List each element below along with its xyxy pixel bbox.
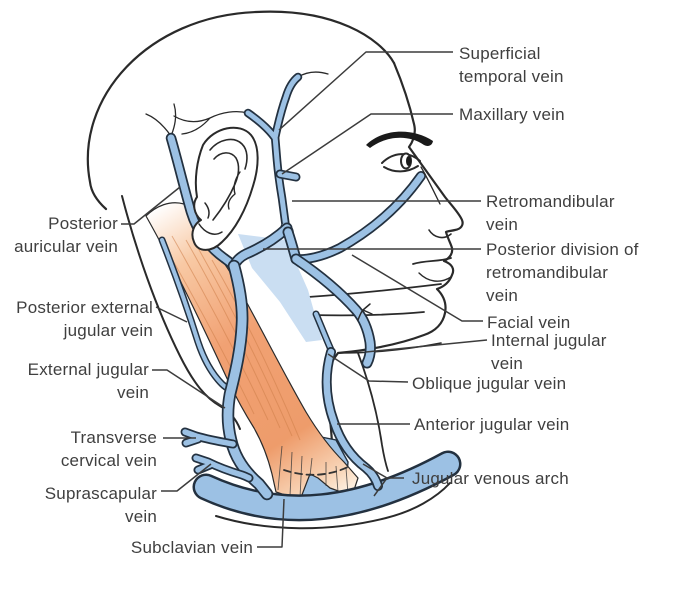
label-internal-jugular-vein: Internal jugular vein xyxy=(491,331,607,373)
mastoid-tributary-lines xyxy=(145,103,177,137)
label-posterior-auricular-vein: Posterior auricular vein xyxy=(14,214,118,256)
label-posterior-division-of-retromandibular-vein: Posterior division of retromandibular ve… xyxy=(486,240,639,305)
leader-posterior-auricular xyxy=(121,186,181,225)
leader-jugular-venous-arch xyxy=(362,463,404,497)
leader-lines xyxy=(121,51,488,548)
label-oblique-jugular-vein: Oblique jugular vein xyxy=(412,374,567,393)
external-jugular-vein xyxy=(221,259,274,501)
label-external-jugular-vein: External jugular vein xyxy=(27,360,149,402)
jugular-venous-arch xyxy=(283,465,351,476)
ear-lobe-crease xyxy=(198,223,223,235)
ear-tragus xyxy=(204,202,210,219)
leader-suprascapular xyxy=(161,463,212,492)
label-posterior-external-jugular-vein: Posterior external jugular vein xyxy=(16,298,153,340)
leader-external-jugular xyxy=(152,369,226,409)
eye-pupil xyxy=(406,156,411,166)
lower-lip-line xyxy=(418,272,452,282)
vein-network xyxy=(180,72,426,501)
pharyngeal-tributary-lines xyxy=(357,303,373,321)
label-suprascapular-vein: Suprascapular vein xyxy=(44,484,157,526)
ear-outline xyxy=(191,126,259,251)
label-subclavian-vein: Subclavian vein xyxy=(130,538,253,557)
jaw-line-upper xyxy=(307,283,442,298)
label-anterior-jugular-vein: Anterior jugular vein xyxy=(414,415,570,434)
common-facial-trunk xyxy=(290,253,376,369)
jaw-line-lower xyxy=(309,311,425,317)
facial-vein xyxy=(291,171,426,265)
subclavian-vein-fill xyxy=(195,453,459,519)
leader-posterior-external-jugular xyxy=(155,306,188,323)
carotid-sheath-region xyxy=(238,234,322,342)
label-transverse-cervical-vein: Transverse cervical vein xyxy=(60,428,157,470)
eyebrow xyxy=(366,131,433,148)
leader-facial xyxy=(351,254,483,322)
leader-maxillary xyxy=(281,113,453,175)
subclavian-vein xyxy=(192,450,462,522)
ear xyxy=(191,126,259,251)
ear-concha xyxy=(227,171,241,210)
eye-upper-lid xyxy=(381,153,421,164)
leader-superficial-temporal xyxy=(278,51,453,131)
shoulder-line xyxy=(215,482,451,530)
scalp-tributary-lines xyxy=(173,71,329,135)
cranium-outline xyxy=(86,10,396,211)
right-neck-line xyxy=(357,352,389,472)
nostril-line xyxy=(428,229,452,239)
ear-helix xyxy=(209,138,248,170)
superficial-temporal-vein xyxy=(243,72,303,233)
label-maxillary-vein: Maxillary vein xyxy=(459,105,565,124)
transverse-cervical-vein xyxy=(180,427,238,449)
label-facial-vein: Facial vein xyxy=(487,313,571,332)
mouth-line xyxy=(412,257,452,265)
leader-subclavian xyxy=(257,498,285,548)
face-details xyxy=(366,131,452,282)
leader-oblique-jugular xyxy=(327,353,409,383)
ear-antihelix xyxy=(212,152,240,221)
label-superficial-temporal-vein: Superficial temporal vein xyxy=(459,44,564,86)
maxillary-vein xyxy=(275,169,301,182)
leader-internal-jugular xyxy=(365,339,488,353)
label-retromandibular-vein: Retromandibular vein xyxy=(486,192,615,234)
anterior-jugular-vein xyxy=(321,347,383,491)
sternocleidomastoid-muscle xyxy=(145,202,359,501)
label-jugular-venous-arch: Jugular venous arch xyxy=(412,469,569,488)
eye-lower-lid xyxy=(383,165,419,173)
